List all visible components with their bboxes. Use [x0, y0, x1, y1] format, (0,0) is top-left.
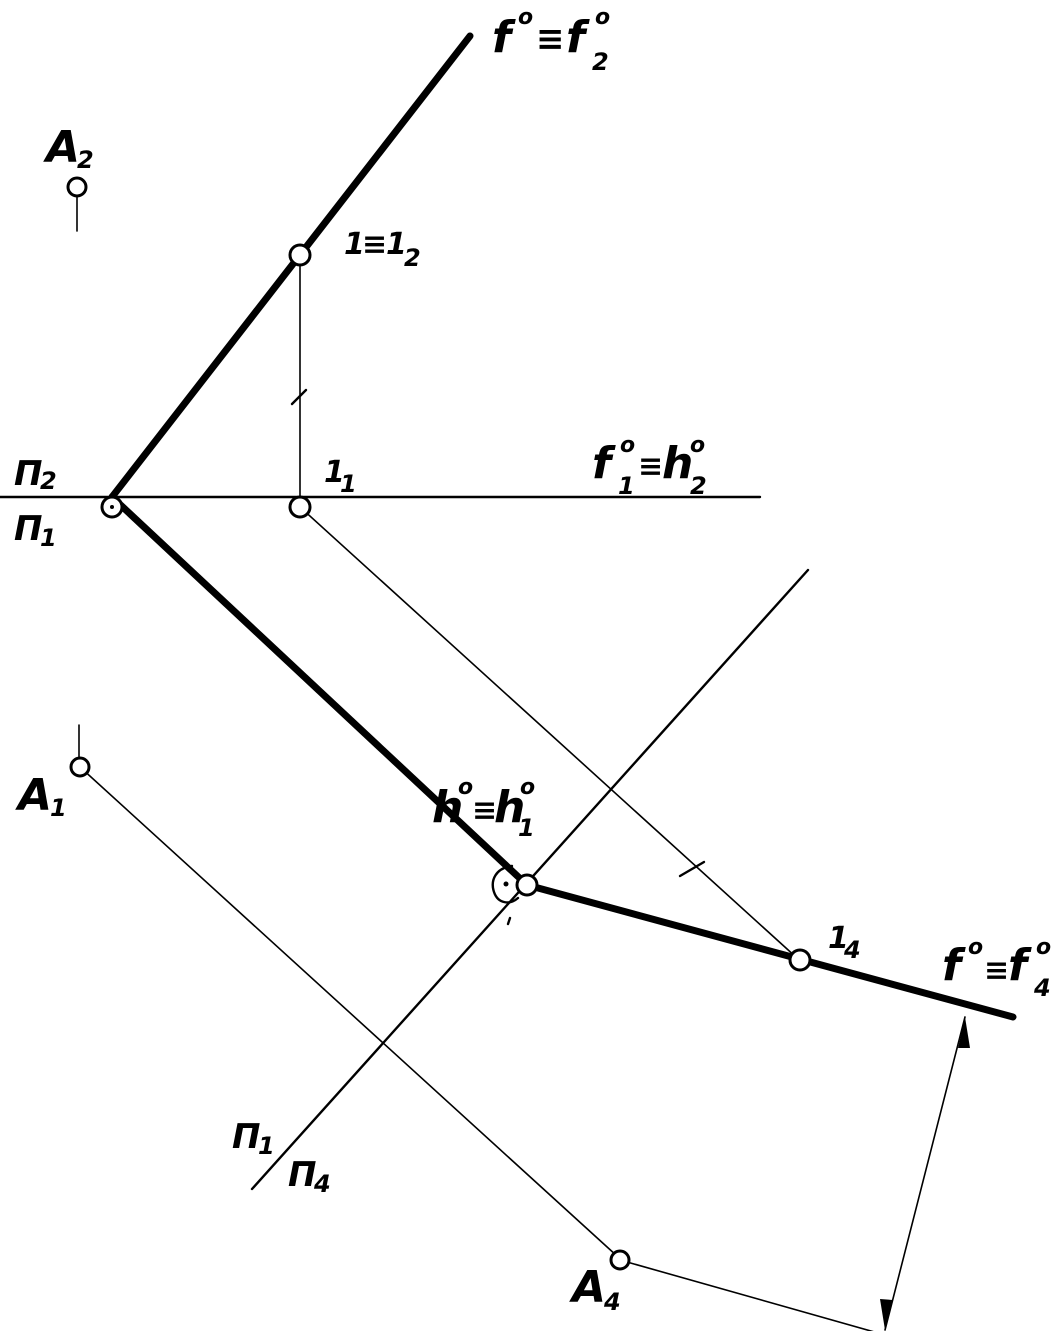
svg-text:f: f: [942, 940, 966, 991]
svg-text:4: 4: [843, 936, 861, 964]
svg-text:1: 1: [40, 524, 57, 552]
point-a1: [69, 756, 91, 778]
svg-text:1: 1: [618, 472, 635, 500]
svg-text:o: o: [595, 5, 610, 30]
link-a1-to-a4: [79, 766, 618, 1257]
svg-text:h: h: [432, 782, 463, 833]
label-1-4: 1 4: [828, 921, 861, 964]
svg-text:≡: ≡: [362, 227, 387, 262]
svg-text:П: П: [14, 454, 42, 494]
svg-text:h: h: [494, 782, 525, 833]
label-f1-equiv-h2: f o 1 ≡ h o 2: [592, 433, 707, 500]
svg-text:1: 1: [324, 455, 345, 490]
label-a2: A 2: [43, 122, 94, 174]
label-p1-plane: П 1: [14, 509, 57, 552]
point-a4: [609, 1249, 631, 1271]
svg-text:A: A: [43, 122, 80, 173]
link-1-1-to-1-4: [299, 506, 798, 959]
svg-text:2: 2: [592, 48, 609, 76]
point-1-4: [788, 948, 812, 972]
svg-text:П: П: [232, 1117, 260, 1157]
svg-text:f: f: [1008, 940, 1032, 991]
label-p2-plane: П 2: [14, 454, 57, 495]
svg-text:1: 1: [386, 227, 407, 262]
svg-text:2: 2: [404, 244, 421, 272]
point-vanishing-dot: [110, 505, 114, 509]
svg-text:4: 4: [1033, 974, 1051, 1002]
label-f-equiv-f4: f o ≡ f o 4: [942, 935, 1051, 1002]
svg-text:≡: ≡: [536, 19, 565, 59]
svg-text:o: o: [620, 433, 635, 458]
svg-text:≡: ≡: [984, 953, 1009, 988]
label-a1: A 1: [15, 770, 67, 822]
right-angle-dot: [503, 881, 509, 887]
svg-text:2: 2: [40, 467, 57, 495]
svg-text:П: П: [14, 509, 42, 549]
svg-text:f: f: [566, 12, 590, 63]
svg-text:≡: ≡: [638, 449, 663, 484]
svg-text:1: 1: [50, 794, 67, 822]
trace-f4: [523, 881, 1017, 1021]
arrow-bottom: [880, 1299, 893, 1330]
label-1-equiv-1-2: 1 ≡ 1 2: [344, 227, 421, 272]
svg-text:2: 2: [690, 472, 707, 500]
right-angle-mark: [491, 864, 520, 904]
trace-f2: [108, 32, 474, 501]
tick-diagonal-link: [678, 860, 706, 878]
svg-text:A: A: [15, 770, 52, 821]
svg-text:f: f: [592, 438, 616, 489]
svg-text:o: o: [690, 433, 705, 458]
svg-text:f: f: [492, 12, 516, 63]
label-h-equiv-h1: h o ≡ h o 1: [432, 775, 535, 842]
svg-text:o: o: [520, 775, 535, 800]
svg-text:4: 4: [603, 1288, 621, 1316]
svg-text:П: П: [288, 1155, 316, 1195]
svg-text:1: 1: [344, 227, 365, 262]
label-f-equiv-f2: f o ≡ f o 2: [492, 5, 610, 76]
link-a4-to-dim: [619, 1259, 874, 1331]
svg-text:h: h: [662, 438, 693, 489]
svg-text:o: o: [518, 5, 533, 30]
svg-text:o: o: [458, 775, 473, 800]
arrow-top: [958, 1017, 970, 1048]
small-tick-below-intersection: [506, 916, 512, 926]
label-p1-plane-lower: П 1: [232, 1117, 275, 1160]
tick-vertical-link: [290, 388, 308, 406]
svg-text:1: 1: [518, 814, 535, 842]
label-p4-plane: П 4: [288, 1155, 331, 1198]
label-1-1: 1 1: [324, 455, 357, 498]
svg-text:1: 1: [258, 1132, 275, 1160]
svg-text:o: o: [968, 935, 983, 960]
distance-dimension-line: [884, 1016, 966, 1331]
svg-text:A: A: [569, 1262, 606, 1313]
point-intersection: [515, 873, 539, 897]
svg-text:4: 4: [313, 1170, 331, 1198]
svg-text:o: o: [1036, 935, 1051, 960]
svg-text:1: 1: [828, 921, 849, 956]
trace-h1: [108, 493, 531, 889]
point-1-2: [288, 243, 312, 267]
label-a4: A 4: [569, 1262, 621, 1316]
svg-text:1: 1: [340, 470, 357, 498]
point-1-1: [288, 495, 312, 519]
svg-text:≡: ≡: [472, 793, 497, 828]
point-a2: [66, 176, 88, 198]
svg-text:2: 2: [77, 146, 94, 174]
